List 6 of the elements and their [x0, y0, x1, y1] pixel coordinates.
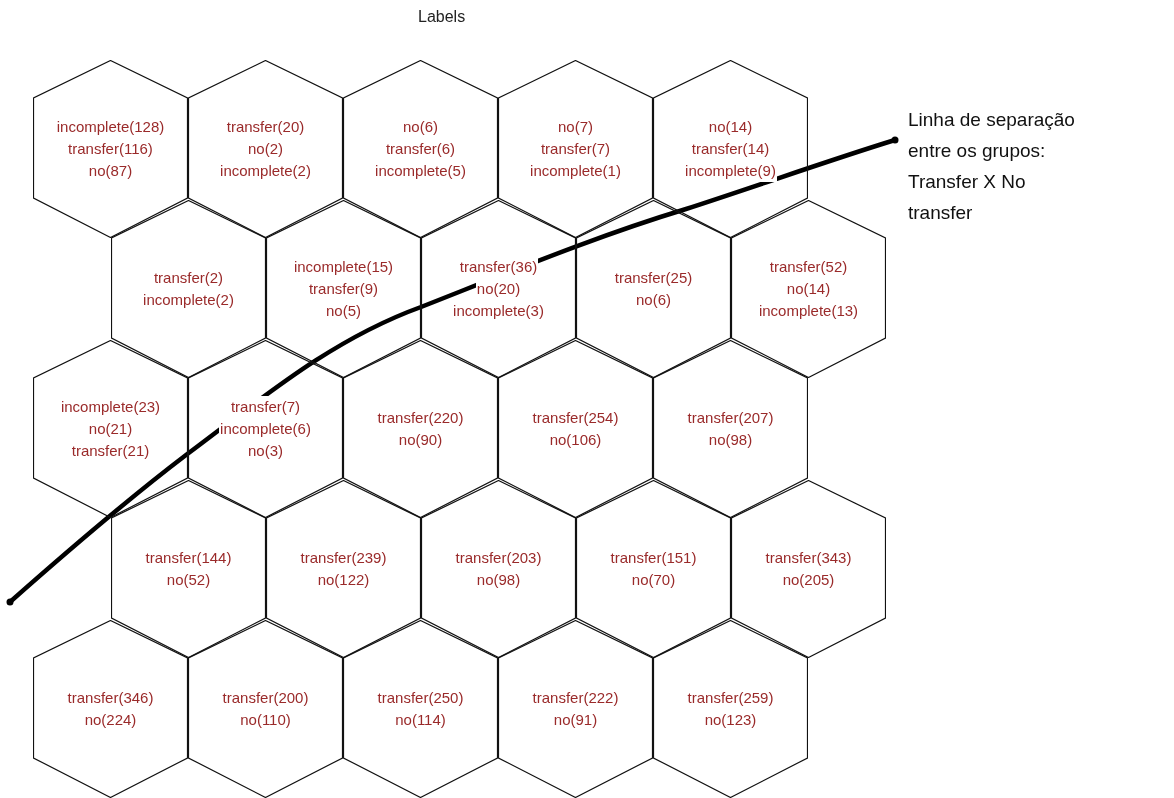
map-title: Labels [418, 8, 466, 26]
annotation-text: Linha de separação entre os grupos: Transfer X No transfer [908, 108, 1076, 225]
cell-count: transfer(7) [229, 396, 302, 418]
cell-count: incomplete(6) [219, 418, 312, 440]
cell-count: transfer(36) [458, 256, 539, 278]
cell-count: no(20) [475, 278, 522, 300]
